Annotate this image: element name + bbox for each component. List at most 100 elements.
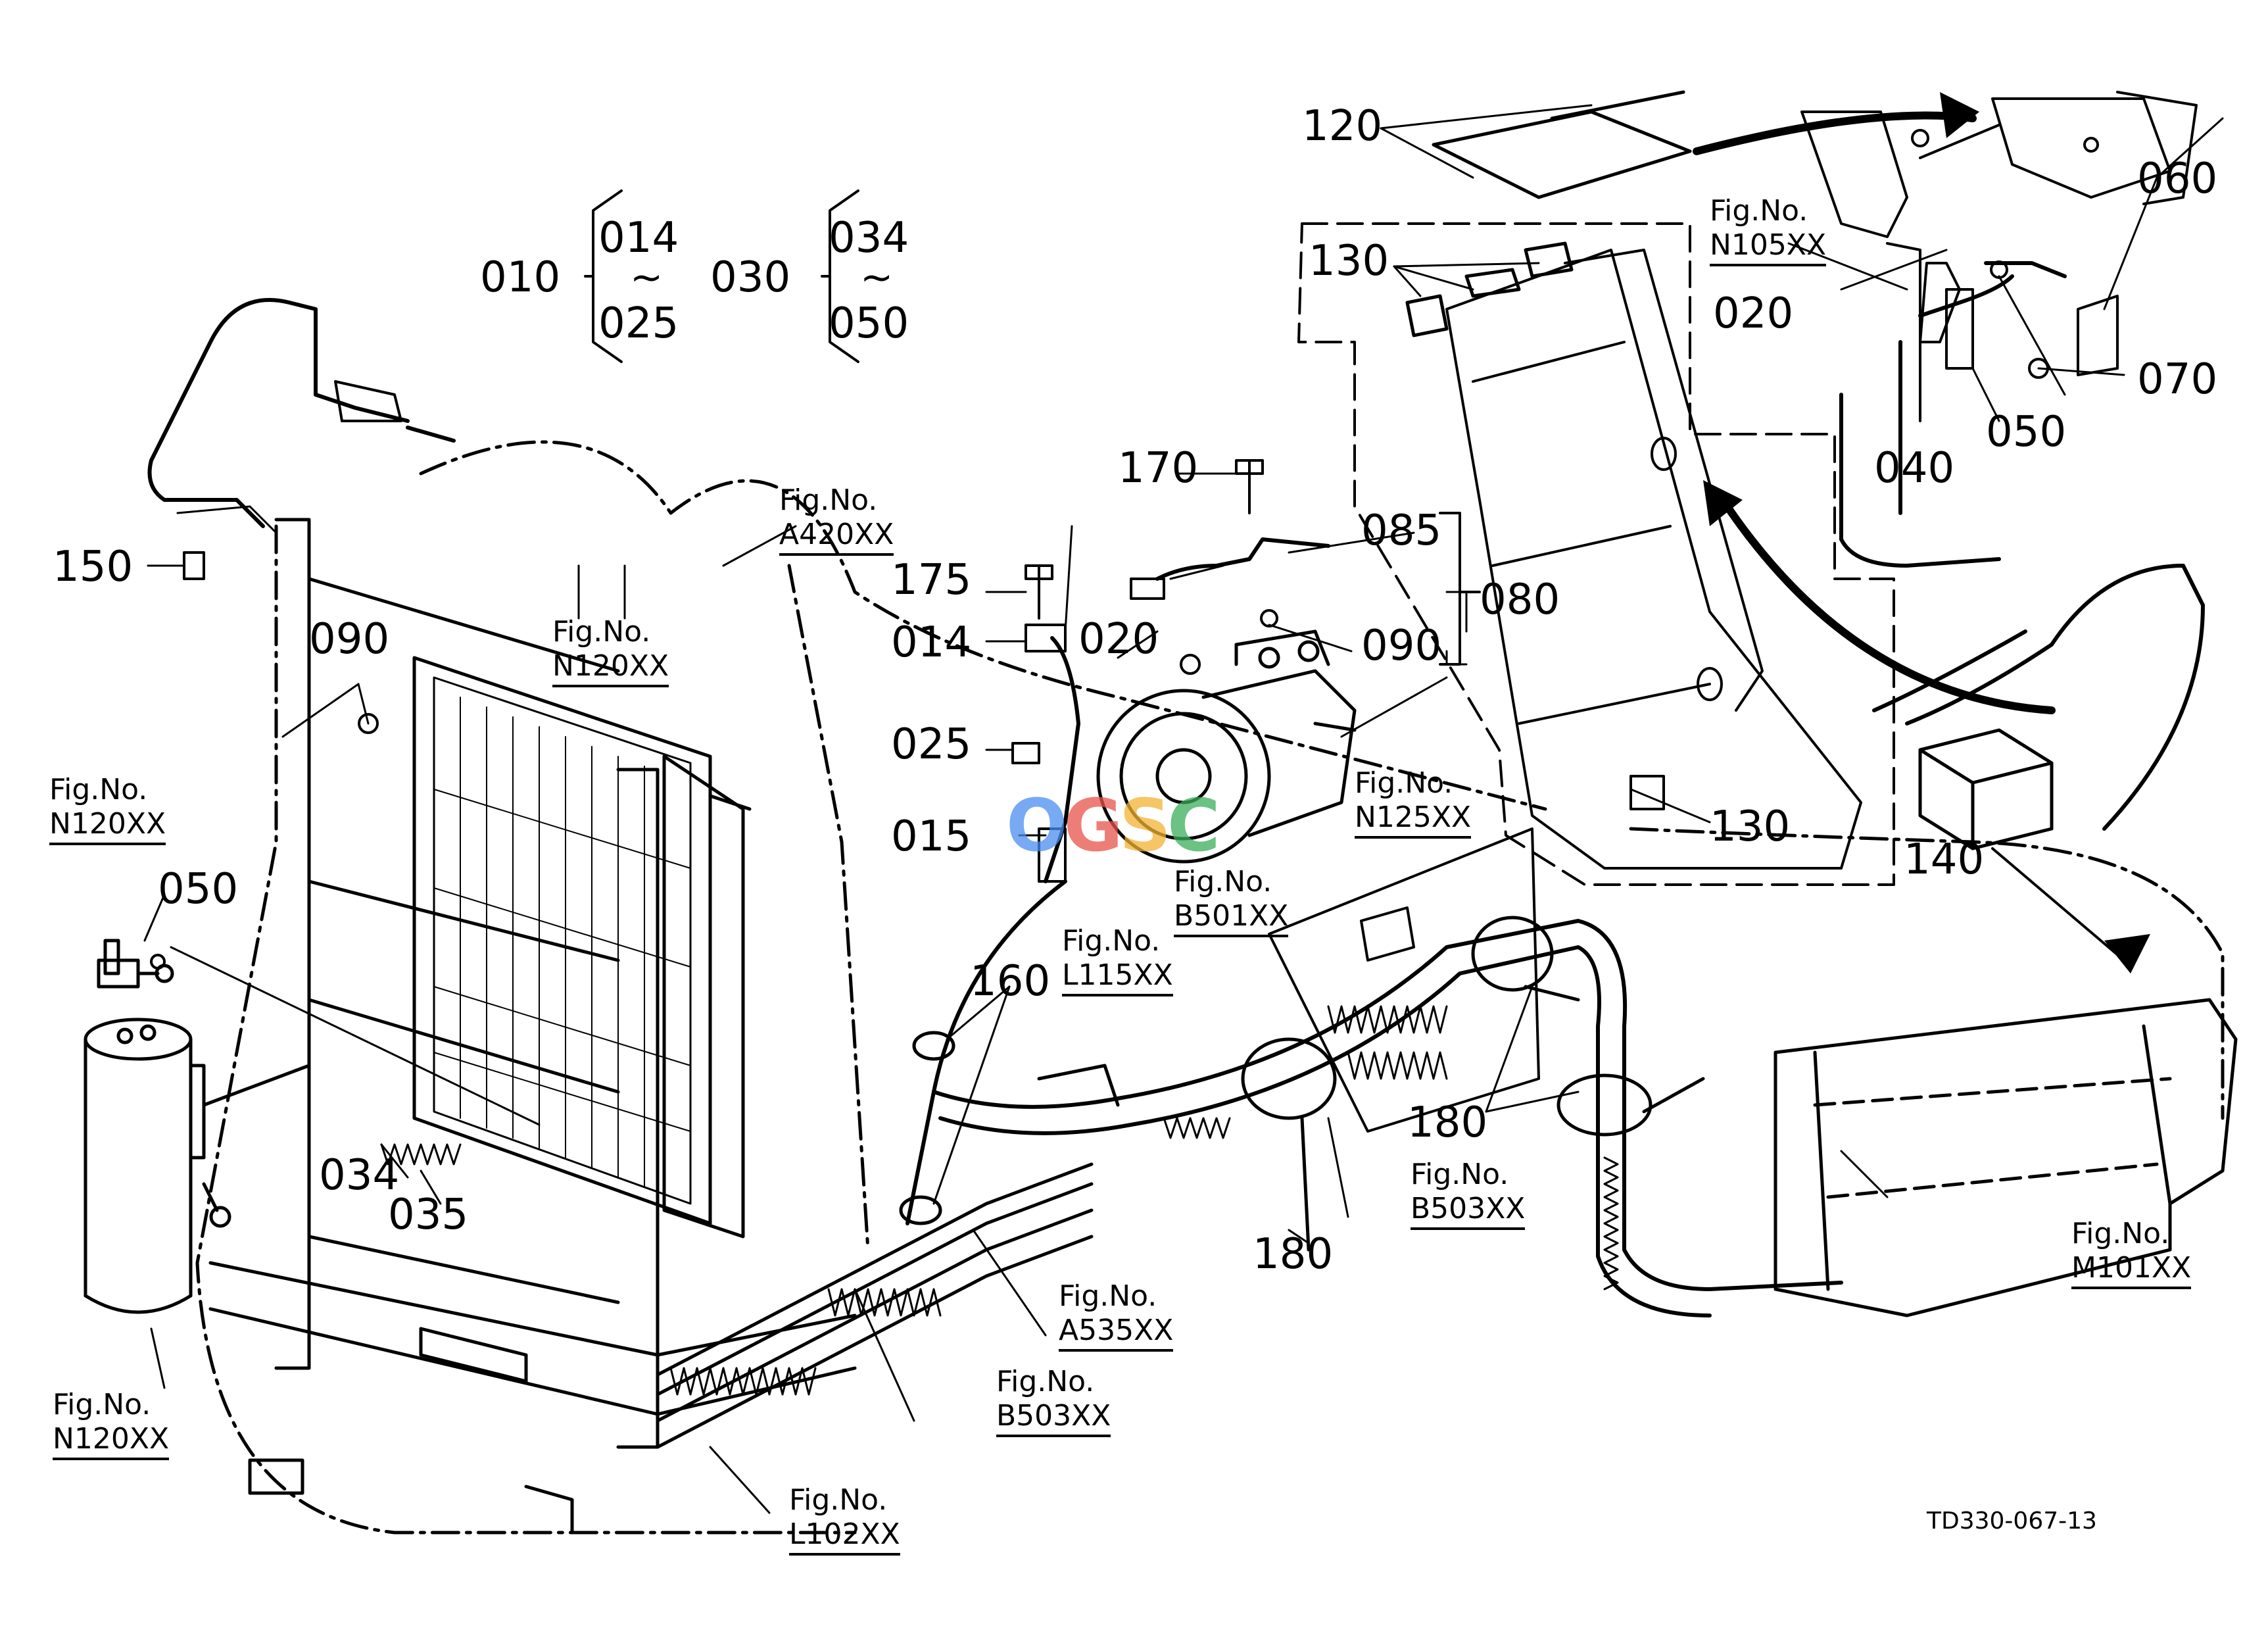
fig-ref-code: N105XX [1710,228,1827,266]
condenser-grid [433,697,691,1188]
part-label-025: 025 [891,720,972,769]
part-label-090: 090 [1361,622,1442,670]
part-label-130: 130 [1710,802,1791,851]
fig-ref-N120XX[interactable]: Fig.No. N120XX [53,1388,170,1460]
fig-ref-code: B501XX [1174,899,1289,937]
cable-ties [899,916,1705,1252]
part-label-080: 080 [1480,576,1560,624]
fig-ref-code: N120XX [552,649,669,687]
part-label-180: 180 [1253,1230,1334,1279]
part-label-070: 070 [2137,355,2218,404]
range-mark: ~ [630,255,664,301]
coil-springs [380,1005,1619,1396]
part-label-050: 050 [158,865,239,914]
floor-panel [1773,998,2238,1317]
upper-right-mount [1800,91,2198,238]
fig-ref-code: A420XX [779,518,894,556]
part-label-085: 085 [1361,506,1442,555]
bolts-and-fittings [150,242,2119,970]
fig-ref-code: A535XX [1059,1314,1174,1352]
ac-compressor [1096,629,1357,864]
radiator-side-frame [274,518,660,1449]
fig-ref-code: L115XX [1062,958,1173,996]
fig-ref-label: Fig.No. [53,1388,151,1421]
part-label-040: 040 [1874,444,1955,493]
fig-ref-label: Fig.No. [1710,194,1808,228]
fig-ref-label: Fig.No. [996,1365,1095,1398]
seat-rail-structure [1445,249,1862,870]
group-brackets [584,189,1481,666]
watermark-letter: O [1006,783,1067,868]
base-frame [208,1261,857,1535]
fig-ref-label: Fig.No. [2071,1217,2170,1250]
part-label-020: 020 [1078,615,1159,664]
hose-bundle [656,1162,1094,1449]
part-label-175: 175 [891,556,972,604]
fig-ref-B503XX[interactable]: Fig.No. B503XX [1411,1158,1526,1230]
fig-ref-code: M101XX [2071,1251,2192,1289]
condenser-radiator [412,656,752,1239]
fig-ref-B503XX[interactable]: Fig.No. B503XX [996,1365,1111,1437]
part-label-030: 030 [710,253,791,302]
part-label-050: 050 [1986,408,2067,456]
fig-ref-label: Fig.No. [1062,924,1161,958]
part-label-010: 010 [480,253,561,302]
fig-ref-label: Fig.No. [1059,1279,1157,1313]
part-label-035: 035 [388,1191,469,1239]
cab-frame-outline [195,440,2225,1535]
fig-ref-code: N120XX [53,1422,170,1460]
part-label-150: 150 [53,543,133,591]
fig-ref-label: Fig.No. [779,483,878,517]
watermark-letter: G [1063,783,1123,868]
arrow-heads [1703,92,2150,973]
fig-ref-A420XX[interactable]: Fig.No. A420XX [779,483,894,556]
watermark-logo: OGSC [1006,789,1220,862]
fig-ref-code: L102XX [789,1517,900,1556]
part-label-015: 015 [891,812,972,861]
part-label-060: 060 [2137,155,2218,203]
fig-ref-N120XX[interactable]: Fig.No. N120XX [552,615,669,687]
fig-ref-label: Fig.No. [1355,766,1453,800]
fig-ref-label: Fig.No. [552,615,651,649]
insulation-pads [1405,90,2054,850]
fig-ref-N120XX[interactable]: Fig.No. N120XX [49,773,166,845]
fig-ref-N105XX[interactable]: Fig.No. N105XX [1710,194,1827,266]
fig-ref-A535XX[interactable]: Fig.No. A535XX [1059,1279,1174,1352]
range-mark: ~ [860,255,894,301]
fig-ref-label: Fig.No. [49,773,148,806]
drawing-code: TD330-067-13 [1927,1508,2097,1535]
part-label-130: 130 [1309,237,1389,285]
receiver-drier [84,939,311,1314]
fig-ref-code: N120XX [49,807,166,845]
fig-ref-label: Fig.No. [1411,1158,1509,1191]
fig-ref-L115XX[interactable]: Fig.No. L115XX [1062,924,1173,996]
part-label-014: 014 [891,618,972,667]
part-label-090: 090 [309,615,390,664]
part-label-180: 180 [1407,1098,1488,1147]
part-label-170: 170 [1118,444,1199,493]
fig-ref-label: Fig.No. [789,1483,888,1517]
part-label-120: 120 [1302,102,1383,151]
ac-pipes [147,261,2205,1317]
seat-rail-callout-box [1297,222,1895,886]
watermark-letter: S [1119,783,1171,868]
part-label-034: 034 [829,214,909,262]
fig-ref-N125XX[interactable]: Fig.No. N125XX [1355,766,1472,839]
part-label-014: 014 [598,214,679,262]
part-label-160: 160 [970,957,1051,1006]
part-label-020: 020 [1713,289,1794,338]
fig-ref-code: N125XX [1355,800,1472,839]
hose-bracket-plate [1268,827,1540,1133]
part-label-140: 140 [1904,835,1985,884]
watermark-letter: C [1167,783,1220,868]
fig-ref-L102XX[interactable]: Fig.No. L102XX [789,1483,900,1556]
fig-ref-B501XX[interactable]: Fig.No. B501XX [1174,865,1289,937]
fig-ref-code: B503XX [996,1399,1111,1437]
part-label-050: 050 [829,299,909,348]
fig-ref-code: B503XX [1411,1192,1526,1230]
part-label-034: 034 [319,1151,400,1200]
pointer-140 [1991,847,2125,962]
fig-ref-label: Fig.No. [1174,865,1272,898]
fig-ref-M101XX[interactable]: Fig.No. M101XX [2071,1217,2192,1289]
